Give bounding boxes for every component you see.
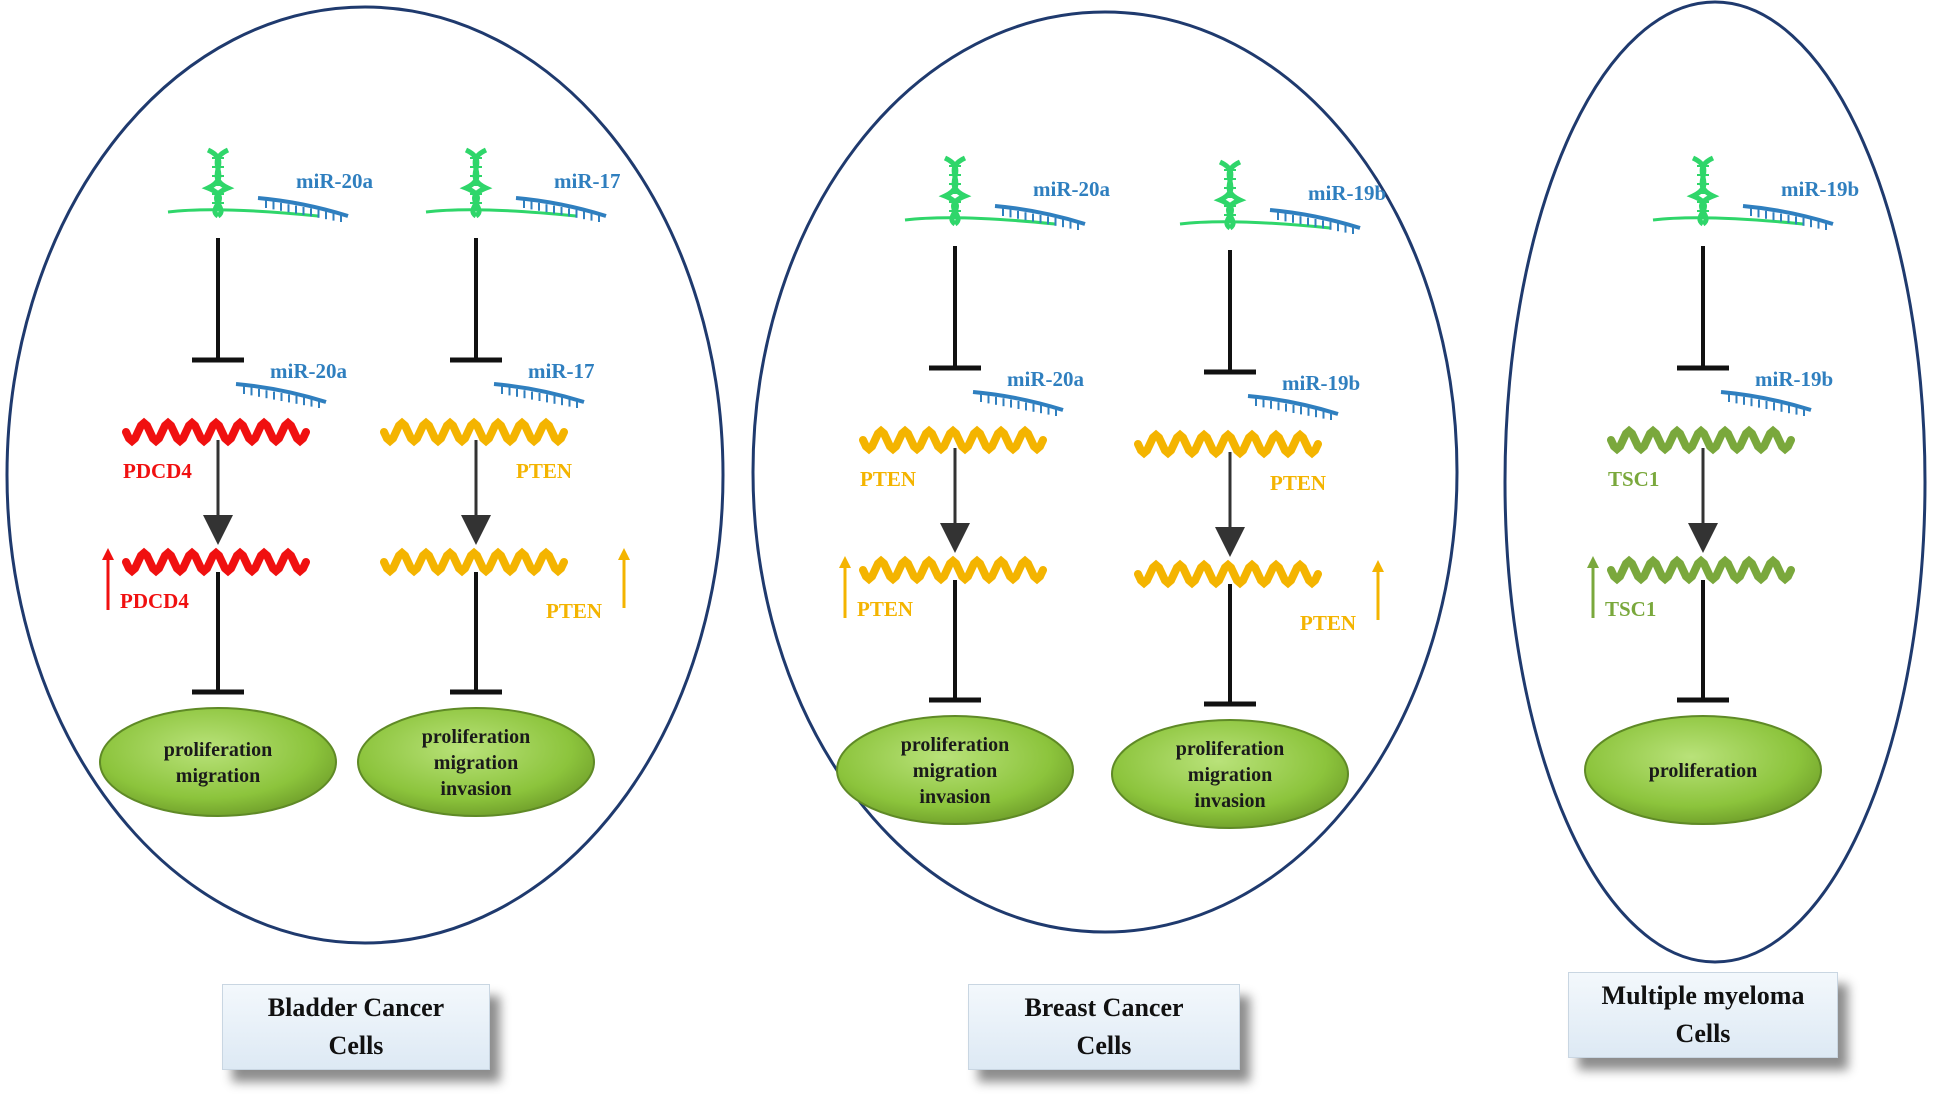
panel1-pathway1-mirna-binding-icon [1247,394,1339,420]
panel1-pathway1-outcome-migration: migration [1188,764,1272,786]
panel0-pathway0-outcome-proliferation: proliferation [164,739,273,761]
panel0-pathway0-up-arrow-icon [102,548,114,610]
panel0-pathway1-inhibition-top [450,238,502,363]
bladder-cancer-cell-outline [5,5,725,945]
panel0-pathway1-mirna-binding-icon [493,382,585,408]
panel0-pathway0-dna-helix-icon [167,147,319,219]
caption-bladder-cancer: Bladder Cancer Cells [222,984,490,1070]
panel0-pathway1-outcome-proliferation: proliferation [422,726,531,748]
caption-breast-line1: Breast Cancer [1024,993,1184,1022]
panel2-pathway0-gene-mrna-icon [1607,425,1795,455]
panel1-pathway1-gene-mrna-icon [1134,429,1322,459]
panel1-pathway1-gene-up-mrna-icon [1134,559,1322,589]
panel1-pathway1-dna-helix-icon [1179,159,1331,231]
panel1-pathway0-outcome-oval [836,715,1074,825]
breast-cancer-cell-outline [751,10,1459,934]
panel2-pathway0-dna-helix-icon [1652,155,1804,227]
panel1-pathway1-gene-label: PTEN [1270,471,1326,495]
panel2-pathway0-outcome-proliferation: proliferation [1649,760,1758,782]
panel0-pathway0-inhibition-bottom [192,572,244,695]
caption-breast-cancer: Breast Cancer Cells [968,984,1240,1070]
panel2-pathway0-up-arrow-icon [1587,556,1599,618]
panel0-pathway0-outcome-oval [99,707,337,817]
panel0-pathway0-gene-mrna-icon [122,417,310,447]
panel1-pathway0-mirna-binding-label: miR-20a [1007,367,1084,391]
caption-myeloma-line1: Multiple myeloma [1601,981,1805,1010]
caption-bladder-line1: Bladder Cancer [267,993,445,1022]
panel1-pathway0-inhibition-bottom [929,580,981,703]
panel1-pathway0-inhibition-top [929,246,981,371]
panel1-pathway0-up-arrow-icon [839,556,851,618]
panel2-pathway0-gene-label: TSC1 [1608,467,1659,491]
panel0-pathway1-up-arrow-icon [618,548,630,608]
panel0-pathway1-inhibition-bottom [450,572,502,695]
panel1-pathway0-gene-mrna-icon [859,425,1047,455]
panel2-pathway0-mirna-strand-icon [1742,204,1834,230]
panel2-pathway0-inhibition-top [1677,246,1729,371]
panel2-pathway0-mirna-binding-label: miR-19b [1755,367,1833,391]
panel0-pathway1-outcome-invasion: invasion [440,778,511,800]
panel0-pathway0-mirna-binding-icon [235,382,327,408]
panel1-pathway0-dna-helix-icon [904,155,1056,227]
panel1-pathway1-outcome-oval [1111,719,1349,829]
panel0-pathway1-gene-up-label: PTEN [546,599,602,623]
panel1-pathway0-outcome-invasion: invasion [919,786,990,808]
panel2-pathway0-mirna-label: miR-19b [1781,177,1859,201]
panel2-pathway0-mirna-binding-icon [1720,390,1812,416]
panel0-pathway0-mirna-strand-icon [257,196,349,222]
panel1-pathway1-inhibition-top [1204,250,1256,375]
panel0-pathway1-dna-helix-icon [425,147,577,219]
panel2-pathway0-inhibition-bottom [1677,580,1729,703]
multiple-myeloma-cell-outline [1503,0,1927,964]
panel0-pathway1-gene-up-mrna-icon [380,547,568,577]
panel0-pathway0-gene-up-mrna-icon [122,547,310,577]
panel1-pathway0-mirna-binding-icon [972,390,1064,416]
panel0-pathway1-gene-mrna-icon [380,417,568,447]
panel2-pathway0-outcome-oval [1584,715,1822,825]
panel1-pathway0-outcome-proliferation: proliferation [901,734,1010,756]
panel0-pathway0-outcome-migration: migration [176,765,260,787]
caption-multiple-myeloma: Multiple myeloma Cells [1568,972,1838,1058]
panel0-pathway0-mirna-binding-label: miR-20a [270,359,347,383]
panel0-pathway1-outcome-migration: migration [434,752,518,774]
panel1-pathway1-mirna-label: miR-19b [1308,181,1386,205]
panel1-pathway0-gene-up-label: PTEN [857,597,913,621]
panel0-pathway0-gene-label: PDCD4 [123,459,192,483]
panel1-pathway1-outcome-proliferation: proliferation [1176,738,1285,760]
panel1-pathway1-mirna-binding-label: miR-19b [1282,371,1360,395]
panel2-pathway0-gene-up-mrna-icon [1607,555,1795,585]
panel1-pathway0-gene-up-mrna-icon [859,555,1047,585]
panel1-pathway1-mirna-strand-icon [1269,208,1361,234]
panel0-pathway0-mirna-label: miR-20a [296,169,373,193]
panel0-pathway1-mirna-binding-label: miR-17 [528,359,595,383]
panel2-pathway0-gene-up-label: TSC1 [1605,597,1656,621]
panel1-pathway0-outcome-migration: migration [913,760,997,782]
caption-myeloma-line2: Cells [1675,1019,1731,1048]
panel0-pathway1-gene-label: PTEN [516,459,572,483]
panel1-pathway0-mirna-strand-icon [994,204,1086,230]
panel0-pathway1-outcome-oval [357,707,595,817]
panel0-pathway0-inhibition-top [192,238,244,363]
panel1-pathway1-gene-up-label: PTEN [1300,611,1356,635]
panel1-pathway1-outcome-invasion: invasion [1194,790,1265,812]
panel1-pathway1-inhibition-bottom [1204,584,1256,707]
panel0-pathway1-mirna-label: miR-17 [554,169,621,193]
caption-bladder-line2: Cells [328,1031,384,1060]
panel0-pathway1-mirna-strand-icon [515,196,607,222]
panel1-pathway0-mirna-label: miR-20a [1033,177,1110,201]
panel1-pathway1-up-arrow-icon [1372,560,1384,620]
caption-breast-line2: Cells [1076,1031,1132,1060]
panel1-pathway0-gene-label: PTEN [860,467,916,491]
panel0-pathway0-gene-up-label: PDCD4 [120,589,189,613]
